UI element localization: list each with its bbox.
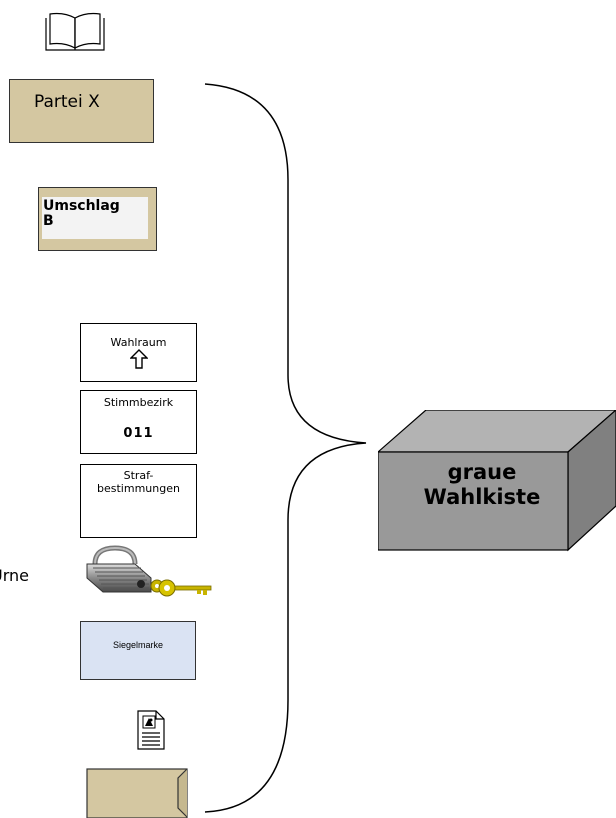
umschlag-label: Umschlag B — [43, 198, 120, 229]
stimmbezirk-number: 011 — [123, 426, 154, 441]
ballot-card-partei: Partei X — [9, 79, 154, 143]
book-icon — [45, 12, 105, 51]
seal-label-card: Siegelmarke — [80, 621, 196, 680]
sign-stimmbezirk: Stimmbezirk 011 — [80, 390, 197, 454]
envelope-icon — [86, 768, 188, 818]
siegelmarke-label: Siegelmarke — [112, 640, 164, 650]
document-icon — [137, 710, 165, 750]
up-arrow-icon — [129, 349, 148, 369]
partei-label: Partei X — [34, 92, 100, 112]
stimmbezirk-label: Stimmbezirk — [103, 396, 174, 409]
grey-ballot-box — [378, 410, 616, 552]
sign-strafbestimmungen: Straf- bestimmungen — [80, 464, 197, 538]
padlock-icon — [86, 545, 212, 597]
key-icon — [150, 579, 212, 597]
wahlraum-label: Wahlraum — [110, 336, 167, 349]
urne-label: Urne — [0, 566, 29, 585]
strafbestimmungen-label: Straf- bestimmungen — [97, 469, 180, 495]
ballot-envelope-card: Umschlag B — [38, 187, 157, 251]
sign-wahlraum: Wahlraum — [80, 323, 197, 382]
umschlag-label-box: Umschlag B — [42, 197, 148, 239]
box-label: graue Wahlkiste — [423, 460, 541, 509]
